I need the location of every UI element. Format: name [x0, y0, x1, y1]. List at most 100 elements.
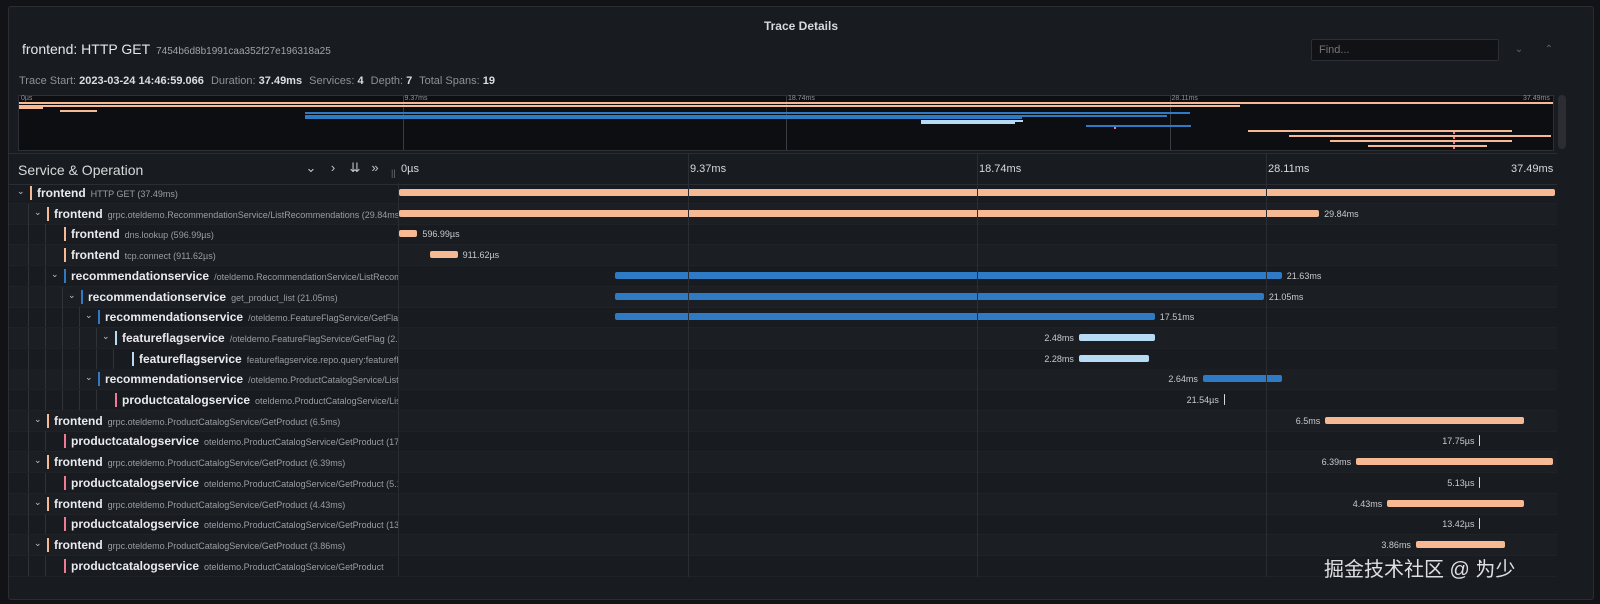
- operation-name: oteldemo.ProductCatalogService/GetProduc…: [204, 437, 399, 448]
- span-bar[interactable]: [1078, 354, 1150, 362]
- span-duration-label: 4.43ms: [1352, 498, 1383, 509]
- tree-guide: [28, 514, 29, 535]
- collapse-chevron-icon[interactable]: ⌄: [102, 330, 110, 341]
- span-row[interactable]: ⌄recommendationservice/oteldemo.FeatureF…: [9, 307, 1557, 329]
- service-color-stripe: [30, 186, 32, 200]
- collapse-chevron-icon[interactable]: ⌄: [85, 310, 93, 321]
- collapse-chevron-icon[interactable]: ⌄: [34, 455, 42, 466]
- collapse-chevron-icon[interactable]: ⌄: [85, 372, 93, 383]
- next-match-icon[interactable]: ⌄: [1514, 44, 1524, 55]
- tree-guide: [45, 286, 46, 307]
- span-bar[interactable]: [1479, 476, 1481, 488]
- span-bar[interactable]: [1356, 458, 1554, 466]
- span-bar[interactable]: [1223, 394, 1225, 405]
- span-name-cell[interactable]: ⌄ frontend grpc.oteldemo.RecommendationSer…: [9, 203, 399, 224]
- expand-all-icon[interactable]: »: [371, 160, 379, 175]
- span-duration-label: 2.28ms: [1044, 353, 1074, 364]
- span-bar[interactable]: [614, 313, 1155, 321]
- service-color-stripe: [47, 413, 49, 428]
- span-bar[interactable]: [399, 230, 418, 238]
- service-label: frontend: [54, 455, 103, 470]
- collapse-chevron-icon[interactable]: ⌄: [34, 537, 42, 548]
- span-row[interactable]: ⌄recommendationservice/oteldemo.Recommen…: [9, 265, 1557, 287]
- minimap-span-bar: [1289, 134, 1551, 137]
- collapse-chevron-icon[interactable]: ⌄: [34, 496, 42, 507]
- collapse-chevron-icon[interactable]: ⌄: [51, 268, 59, 279]
- column-resizer[interactable]: ||: [391, 168, 396, 178]
- span-bar[interactable]: [1479, 518, 1481, 530]
- minimap-tick: [402, 96, 404, 150]
- tree-guide: [45, 514, 46, 535]
- collapse-chevron-icon[interactable]: ⌄: [34, 413, 42, 424]
- span-bar[interactable]: [1325, 416, 1525, 424]
- span-bar[interactable]: [399, 209, 1320, 217]
- span-bar[interactable]: [429, 251, 458, 259]
- span-bar[interactable]: [1479, 435, 1481, 447]
- service-label: frontend: [54, 206, 103, 221]
- span-name-cell[interactable]: ⌄featureflagservice/oteldemo.FeatureFlag…: [9, 327, 399, 348]
- prev-match-icon[interactable]: ⌃: [1544, 44, 1554, 55]
- duration-value: 37.49ms: [258, 75, 303, 87]
- timeline-gridline: [688, 153, 689, 577]
- span-bar[interactable]: [1078, 333, 1156, 341]
- span-bar[interactable]: [1415, 540, 1506, 548]
- expand-one-icon[interactable]: ›: [330, 160, 336, 175]
- span-bar[interactable]: [1202, 375, 1283, 383]
- find-input[interactable]: [1311, 39, 1499, 61]
- span-name-cell[interactable]: ⌄recommendationservice/oteldemo.Recommen…: [9, 265, 399, 286]
- span-bar[interactable]: [614, 292, 1264, 300]
- span-row[interactable]: ⌄recommendationservice/oteldemo.ProductC…: [9, 369, 1557, 391]
- collapse-all-icon[interactable]: ⇊: [349, 160, 361, 175]
- minimap-span-bar: [1248, 129, 1513, 132]
- span-name-cell[interactable]: ⌄recommendationservice/oteldemo.ProductC…: [9, 369, 399, 390]
- collapse-chevron-icon[interactable]: ⌄: [34, 206, 42, 217]
- span-row[interactable]: ⌄ frontend grpc.oteldemo.RecommendationSer…: [9, 203, 1557, 225]
- collapse-chevron-icon[interactable]: ⌄: [68, 289, 76, 300]
- span-row[interactable]: ⌄featureflagservice/oteldemo.FeatureFlag…: [9, 327, 1557, 349]
- minimap-scrollbar[interactable]: [1558, 95, 1566, 149]
- span-bar[interactable]: [1387, 499, 1524, 507]
- tree-guide: [96, 327, 97, 348]
- operation-name: grpc.oteldemo.ProductCatalogService/GetP…: [107, 416, 341, 427]
- operation-name: grpc.oteldemo.RecommendationService/List…: [107, 209, 399, 220]
- span-bar[interactable]: [614, 271, 1282, 279]
- minimap-span-bar: [305, 112, 1191, 114]
- span-name-cell[interactable]: ⌄recommendationservice/oteldemo.FeatureF…: [9, 307, 399, 328]
- collapse-one-icon[interactable]: ⌄: [305, 160, 317, 175]
- collapse-chevron-icon[interactable]: ⌄: [17, 186, 25, 196]
- span-bar[interactable]: [1479, 559, 1481, 571]
- service-color-stripe: [64, 475, 66, 490]
